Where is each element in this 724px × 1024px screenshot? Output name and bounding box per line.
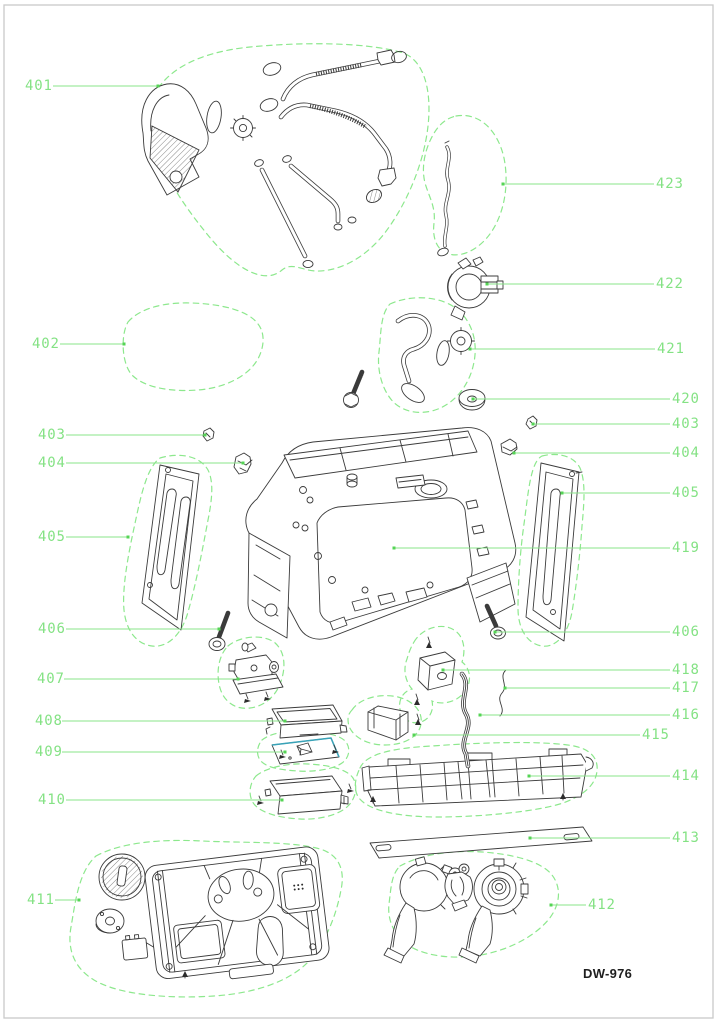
part-bolt-center [343, 369, 365, 408]
part-404-bracket-right [500, 438, 518, 456]
part-418-bracket [414, 636, 456, 725]
group-outline-412 [388, 850, 559, 958]
callout-401: 401 [25, 78, 53, 94]
callout-403-left: 403 [38, 427, 66, 443]
leader-lines [53, 84, 670, 907]
part-405-panel-left [141, 464, 200, 631]
part-422-pump-motor [447, 256, 504, 321]
group-outline-405-right [517, 453, 585, 647]
group-outline-423 [422, 114, 507, 256]
callout-418: 418 [672, 662, 700, 678]
group-outline-410 [249, 763, 357, 820]
callout-420: 420 [672, 391, 700, 407]
part-417-wire [499, 669, 507, 717]
callout-402: 402 [32, 336, 60, 352]
callout-406-right: 406 [672, 624, 700, 640]
callout-405-right: 405 [672, 485, 700, 501]
callout-406-left: 406 [38, 621, 66, 637]
drawing-border [3, 4, 714, 1019]
part-415-u-channel [367, 705, 409, 741]
callout-419: 419 [672, 540, 700, 556]
part-423-tube [437, 140, 451, 257]
callout-414: 414 [672, 768, 700, 784]
callout-422: 422 [656, 276, 684, 292]
callout-407: 407 [37, 671, 65, 687]
callout-408: 408 [35, 713, 63, 729]
callout-404-left: 404 [38, 455, 66, 471]
callout-403-right: 403 [672, 416, 700, 432]
callout-416: 416 [672, 707, 700, 723]
callout-405-left: 405 [38, 529, 66, 545]
part-414-rail [361, 748, 594, 807]
group-outlines [69, 43, 598, 998]
part-403-clip-left [202, 427, 215, 442]
group-outline-407 [217, 636, 285, 709]
part-407-valve [228, 642, 284, 703]
part-410-box [257, 775, 354, 815]
part-409-plate [271, 737, 340, 765]
group-outline-401 [148, 43, 430, 277]
part-401-filter-and-hoses [141, 49, 407, 269]
callout-417: 417 [672, 680, 700, 696]
part-406-screw-left [208, 610, 231, 651]
part-421-spray-tube [395, 313, 475, 403]
callout-409: 409 [35, 744, 63, 760]
part-411-base-panel-group [95, 846, 330, 980]
part-416-corrugated-hose [459, 671, 471, 769]
group-outline-405-left [123, 454, 213, 647]
callout-413: 413 [672, 830, 700, 846]
group-outline-415 [347, 695, 422, 746]
callout-415: 415 [642, 727, 670, 743]
drawing-code: DW-976 [583, 966, 633, 981]
part-413-strip [369, 826, 593, 859]
group-outline-414 [354, 741, 598, 818]
part-405-panel-right [525, 462, 583, 642]
callout-404-right: 404 [672, 445, 700, 461]
part-412-pump-housings [383, 856, 529, 964]
callout-411: 411 [27, 892, 55, 908]
group-outline-418 [399, 625, 471, 724]
part-406-screw-right [484, 603, 506, 640]
callout-412: 412 [588, 897, 616, 913]
callout-423: 423 [656, 176, 684, 192]
part-419-base-frame [245, 427, 517, 640]
callout-421: 421 [657, 341, 685, 357]
callout-410: 410 [38, 792, 66, 808]
group-outline-402 [122, 302, 264, 392]
